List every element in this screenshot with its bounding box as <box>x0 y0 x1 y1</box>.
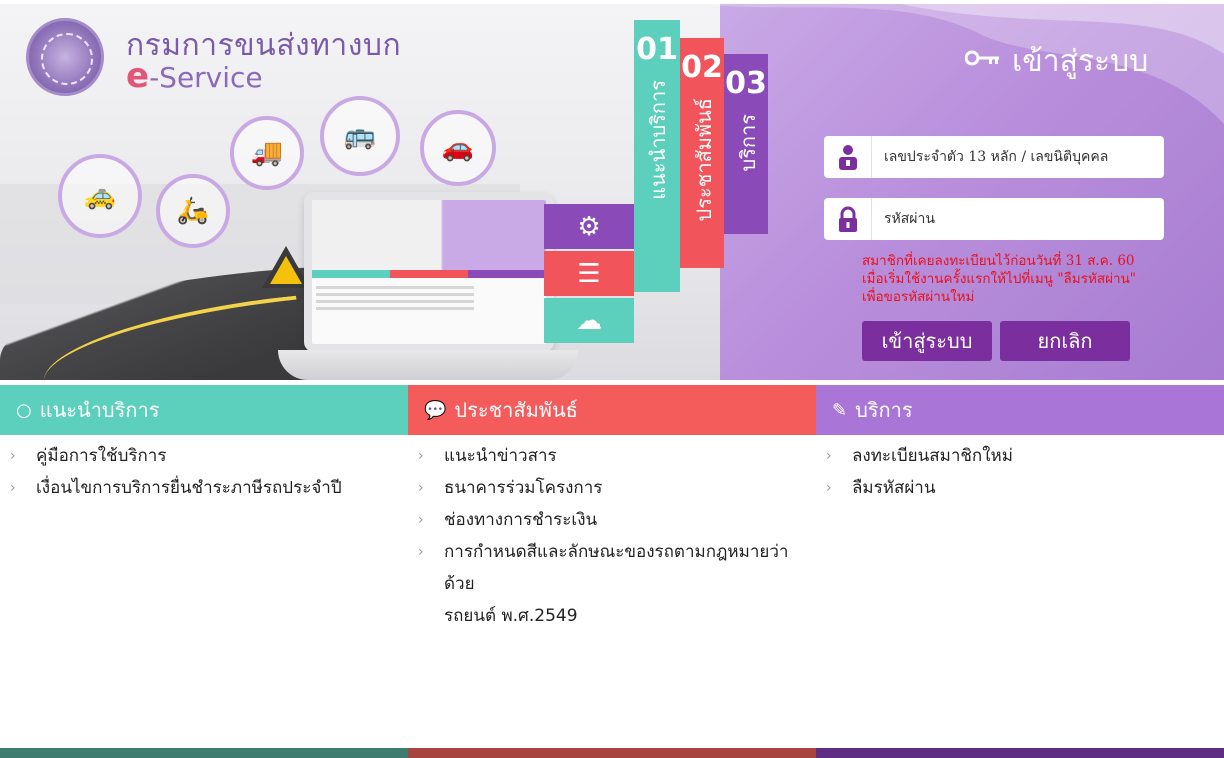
notice-line-3: เพื่อขอรหัสผ่านใหม่ <box>862 289 975 305</box>
laptop-screen-illustration <box>304 192 554 352</box>
list-item[interactable]: ›คู่มือการใช้บริการ <box>10 440 400 472</box>
user-icon <box>824 136 872 178</box>
department-seal-logo <box>26 18 104 96</box>
password-field[interactable] <box>824 198 1164 240</box>
login-panel-background <box>720 4 1224 380</box>
feature-blocks: ⚙ ☰ ☁ <box>544 204 634 344</box>
registration-notice: สมาชิกที่เคยลงทะเบียนไว้ก่อนวันที่ 31 ส.… <box>862 252 1182 306</box>
message-icon: ☰ <box>544 251 634 296</box>
category-title-guide: แนะนำบริการ <box>39 398 160 422</box>
warning-sign-inner <box>270 256 302 284</box>
motorcycle-icon: 🛵 <box>156 174 230 248</box>
service-links: ›ลงทะเบียนสมาชิกใหม่ ›ลืมรหัสผ่าน <box>826 440 1216 504</box>
list-item[interactable]: ›การกำหนดสีและลักษณะของรถตามกฎหมายว่าด้ว… <box>418 536 808 632</box>
laptop-keyboard-illustration <box>278 350 578 380</box>
footer-bar-services <box>816 748 1224 758</box>
list-item[interactable]: ›ช่องทางการชำระเงิน <box>418 504 808 536</box>
list-item[interactable]: ›ลงทะเบียนสมาชิกใหม่ <box>826 440 1216 472</box>
chevron-right-icon: › <box>418 448 424 464</box>
truck-icon: 🚚 <box>230 116 304 190</box>
login-button[interactable]: เข้าสู่ระบบ <box>862 321 992 361</box>
id-number-field[interactable] <box>824 136 1164 178</box>
footer-bar-guide <box>0 748 408 758</box>
ribbon-02: 02 ประชาสัมพันธ์ <box>680 38 724 268</box>
eservice-suffix: -Service <box>149 61 263 94</box>
ribbon-02-label: ประชาสัมพันธ์ <box>692 98 716 222</box>
footer-bar-news <box>408 748 816 758</box>
bus-icon: 🚌 <box>320 96 400 176</box>
cloud-upload-icon: ☁ <box>544 298 634 343</box>
eservice-e: e <box>126 56 150 96</box>
list-item[interactable]: ›ลืมรหัสผ่าน <box>826 472 1216 504</box>
chevron-right-icon: › <box>418 480 424 496</box>
password-input[interactable] <box>872 199 1164 239</box>
id-number-input[interactable] <box>872 137 1164 177</box>
chevron-right-icon: › <box>10 448 16 464</box>
pencil-icon: ✎ <box>832 399 848 421</box>
cancel-button[interactable]: ยกเลิก <box>1000 321 1130 361</box>
chevron-right-icon: › <box>826 480 832 496</box>
ribbon-01-label: แนะนำบริการ <box>646 80 670 200</box>
key-icon <box>965 50 999 66</box>
ribbon-03-label: บริการ <box>736 114 760 172</box>
category-bar-guide: ○ แนะนำบริการ <box>0 385 408 435</box>
ribbon-02-number: 02 <box>681 50 723 85</box>
chevron-right-icon: › <box>826 448 832 464</box>
category-title-news: ประชาสัมพันธ์ <box>454 398 578 422</box>
ribbon-03-number: 03 <box>725 66 767 101</box>
gear-icon: ⚙ <box>544 204 634 249</box>
chevron-right-icon: › <box>418 544 424 560</box>
category-title-services: บริการ <box>855 398 913 422</box>
taxi-icon: 🚕 <box>58 154 142 238</box>
login-title: เข้าสู่ระบบ <box>1012 44 1149 79</box>
category-bar-services: ✎ บริการ <box>816 385 1224 435</box>
org-name: กรมการขนส่งทางบก <box>126 28 402 63</box>
list-item[interactable]: ›เงื่อนไขการบริการยื่นชำระภาษีรถประจำปี <box>10 472 400 504</box>
list-item[interactable]: ›แนะนำข่าวสาร <box>418 440 808 472</box>
hero-banner: กรมการขนส่งทางบก e-Service 🚕 🛵 🚚 🚌 🚗 ⚙ ☰… <box>0 4 1224 380</box>
news-links: ›แนะนำข่าวสาร ›ธนาคารร่วมโครงการ ›ช่องทา… <box>418 440 808 632</box>
list-item[interactable]: ›ธนาคารร่วมโครงการ <box>418 472 808 504</box>
guide-links: ›คู่มือการใช้บริการ ›เงื่อนไขการบริการยื… <box>10 440 400 504</box>
ribbon-01: 01 แนะนำบริการ <box>634 20 680 292</box>
eservice-title: e-Service <box>126 56 263 96</box>
category-bar-news: 💬 ประชาสัมพันธ์ <box>408 385 816 435</box>
ribbon-01-number: 01 <box>636 32 678 67</box>
chat-bubble-icon: 💬 <box>424 399 447 421</box>
notice-line-2: เมื่อเริ่มใช้งานครั้งแรกให้ไปที่เมนู "ลื… <box>862 271 1137 287</box>
car-icon: 🚗 <box>420 110 496 186</box>
notice-line-1: สมาชิกที่เคยลงทะเบียนไว้ก่อนวันที่ 31 ส.… <box>862 253 1135 269</box>
search-icon: ○ <box>16 399 32 421</box>
chevron-right-icon: › <box>10 480 16 496</box>
lock-icon <box>824 198 872 240</box>
ribbon-03: 03 บริการ <box>724 54 768 234</box>
chevron-right-icon: › <box>418 512 424 528</box>
